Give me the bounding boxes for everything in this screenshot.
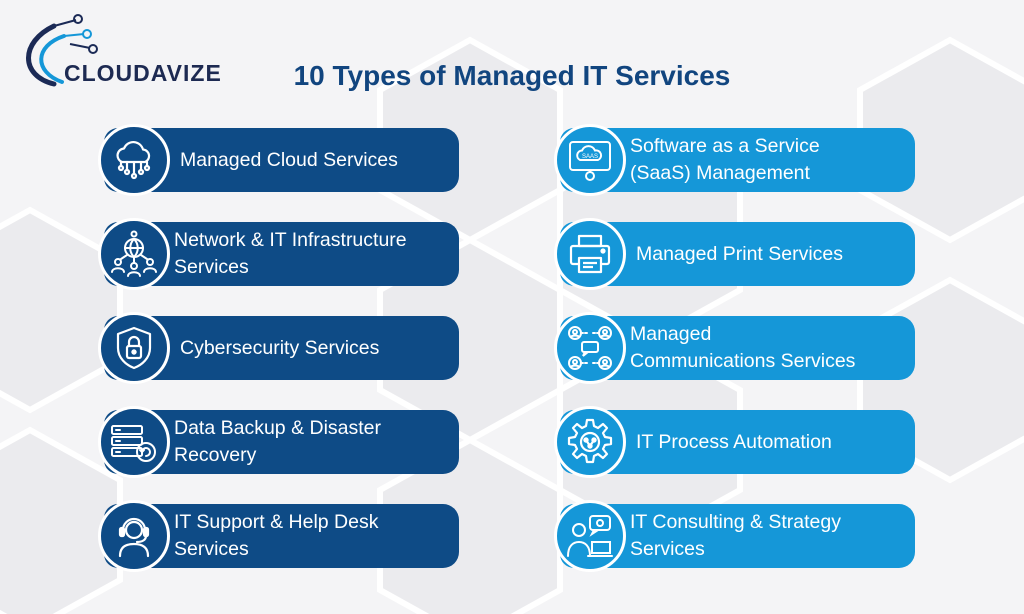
service-label: Cybersecurity Services bbox=[180, 336, 380, 359]
service-label: Managed Print Services bbox=[636, 242, 844, 265]
service-label: Data Backup & Disaster Recovery bbox=[174, 417, 382, 466]
service-card-data-backup: Data Backup & Disaster Recovery bbox=[98, 406, 459, 478]
communications-users-icon bbox=[554, 312, 626, 384]
service-card-saas-management: SAAS Software as a Service (SaaS) Manage… bbox=[554, 124, 915, 196]
service-label: Network & IT Infrastructure Services bbox=[174, 229, 407, 278]
service-card-it-process-automation: IT Process Automation bbox=[554, 406, 915, 478]
saas-icon-text: SAAS bbox=[582, 154, 598, 160]
printer-icon bbox=[554, 218, 626, 290]
service-card-managed-cloud: Managed Cloud Services bbox=[98, 124, 459, 196]
service-card-it-consulting: IT Consulting & Strategy Services bbox=[554, 500, 915, 572]
service-label: Managed Communications Services bbox=[630, 323, 856, 372]
headset-agent-icon bbox=[98, 500, 170, 572]
brand-name: CLOUDAVIZE bbox=[64, 60, 222, 86]
service-card-managed-communications: Managed Communications Services bbox=[554, 312, 915, 384]
network-globe-icon bbox=[98, 218, 170, 290]
gear-automation-icon bbox=[554, 406, 626, 478]
service-label: Software as a Service (SaaS) Management bbox=[630, 135, 820, 184]
service-label: IT Consulting & Strategy Services bbox=[630, 511, 841, 560]
consultant-laptop-icon bbox=[554, 500, 626, 572]
service-label: IT Support & Help Desk Services bbox=[174, 511, 379, 560]
saas-cloud-icon: SAAS bbox=[554, 124, 626, 196]
service-card-it-support: IT Support & Help Desk Services bbox=[98, 500, 459, 572]
brand-logo: CLOUDAVIZE bbox=[14, 12, 224, 92]
service-card-cybersecurity: Cybersecurity Services bbox=[98, 312, 459, 384]
shield-lock-icon bbox=[98, 312, 170, 384]
service-label: Managed Cloud Services bbox=[180, 148, 398, 171]
logo-swoosh-icon bbox=[26, 14, 98, 87]
cloud-network-icon bbox=[98, 124, 170, 196]
service-card-network-infrastructure: Network & IT Infrastructure Services bbox=[98, 218, 459, 290]
page-title: 10 Types of Managed IT Services bbox=[293, 60, 731, 91]
service-card-managed-print: Managed Print Services bbox=[554, 218, 915, 290]
service-label: IT Process Automation bbox=[636, 430, 832, 453]
server-backup-icon bbox=[98, 406, 170, 478]
